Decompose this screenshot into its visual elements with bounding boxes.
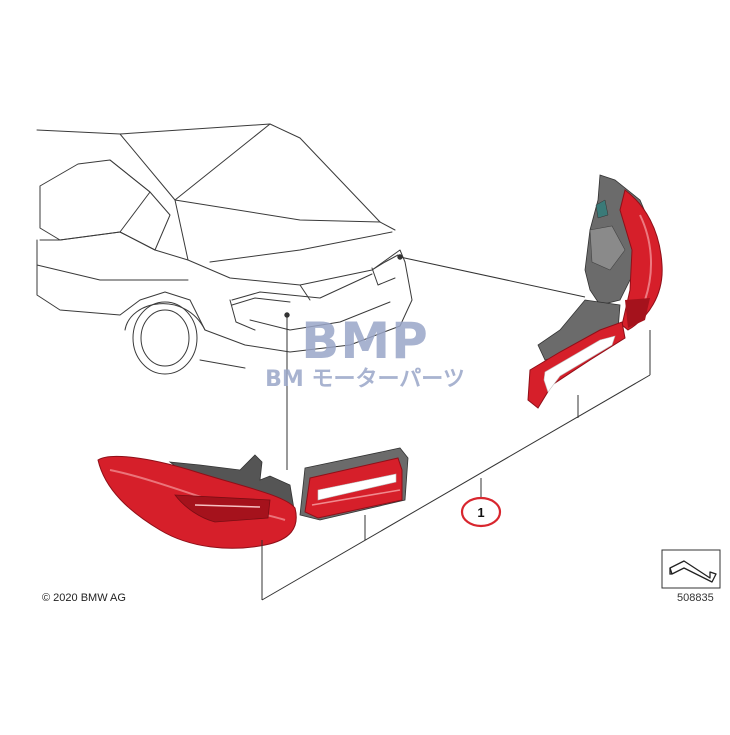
- arrow-bracket-icon: [661, 549, 721, 589]
- watermark-subtitle: BM モーターパーツ: [265, 367, 465, 392]
- diagram-number: 508835: [677, 592, 714, 604]
- car-outline: [36, 123, 413, 375]
- right-tail-lamps: [527, 174, 663, 409]
- callout-number: 1: [477, 505, 484, 520]
- callout-bracket: [261, 330, 651, 601]
- copyright-text: © 2020 BMW AG: [42, 592, 126, 604]
- leader-lines: [284, 254, 586, 470]
- watermark: BMP BM モーターパーツ: [265, 312, 465, 392]
- watermark-title: BMP: [301, 312, 429, 370]
- left-inner-tail-lamp: [299, 447, 409, 521]
- left-outer-tail-lamp: [97, 454, 297, 549]
- callout-1: 1: [460, 496, 502, 528]
